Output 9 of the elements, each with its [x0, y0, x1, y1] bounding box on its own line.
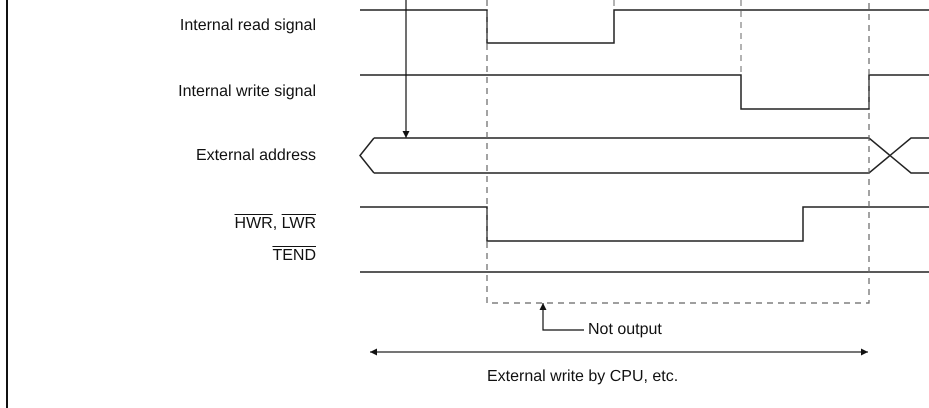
- signal-name: External address: [196, 146, 316, 166]
- leader-line: [540, 303, 584, 331]
- pointer-arrow: [402, 0, 410, 138]
- signal-name: HWR, LWR: [234, 214, 316, 234]
- note-text: Not output: [588, 320, 662, 340]
- signal-name: TEND: [272, 246, 316, 266]
- duration-label: External write by CPU, etc.: [487, 367, 678, 387]
- signal-name: Internal write signal: [178, 82, 316, 102]
- signal-name: Internal read signal: [180, 16, 316, 36]
